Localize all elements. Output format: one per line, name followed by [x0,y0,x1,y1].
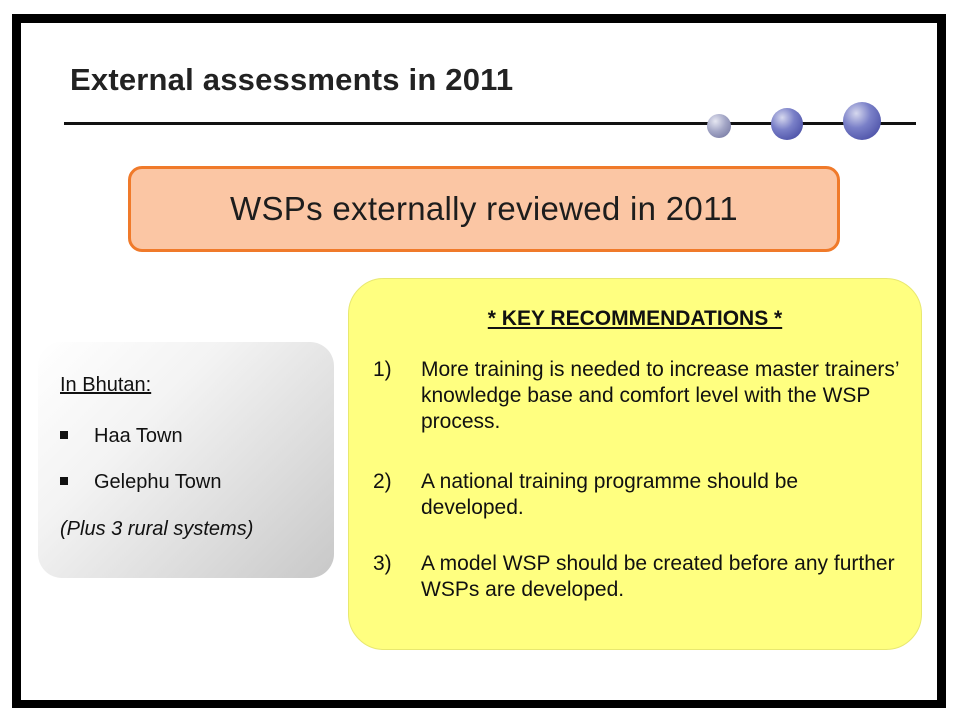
recommendation-item: 1) More training is needed to increase m… [373,357,903,435]
recommendation-text: A model WSP should be created before any… [421,552,895,601]
banner-box: WSPs externally reviewed in 2011 [128,166,840,252]
recommendation-number: 1) [373,358,392,381]
recommendation-text: A national training programme should be … [421,470,799,519]
bhutan-heading: In Bhutan: [60,374,152,396]
recommendation-item: 2) A national training programme should … [373,469,903,521]
square-bullet-icon [60,430,68,439]
bhutan-item: Haa Town [60,425,183,448]
recommendation-item: 3) A model WSP should be created before … [373,551,903,603]
recommendations-box: * KEY RECOMMENDATIONS * 1) More training… [348,278,922,650]
bhutan-item-label: Haa Town [94,425,183,447]
decorative-dot-small [707,114,731,138]
bhutan-note: (Plus 3 rural systems) [60,518,254,540]
bhutan-item-label: Gelephu Town [94,471,222,493]
banner-text: WSPs externally reviewed in 2011 [230,190,738,227]
recommendation-number: 2) [373,470,392,493]
recommendations-heading: * KEY RECOMMENDATIONS * [487,307,783,330]
bhutan-box: In Bhutan: Haa Town Gelephu Town (Plus 3… [38,342,334,578]
title-divider [64,122,916,125]
recommendation-text: More training is needed to increase mast… [421,358,899,433]
decorative-dot-large [843,102,881,140]
bhutan-item: Gelephu Town [60,471,222,494]
slide-title: External assessments in 2011 [70,62,514,97]
square-bullet-icon [60,476,68,485]
decorative-dot-medium [771,108,803,140]
recommendation-number: 3) [373,552,392,575]
